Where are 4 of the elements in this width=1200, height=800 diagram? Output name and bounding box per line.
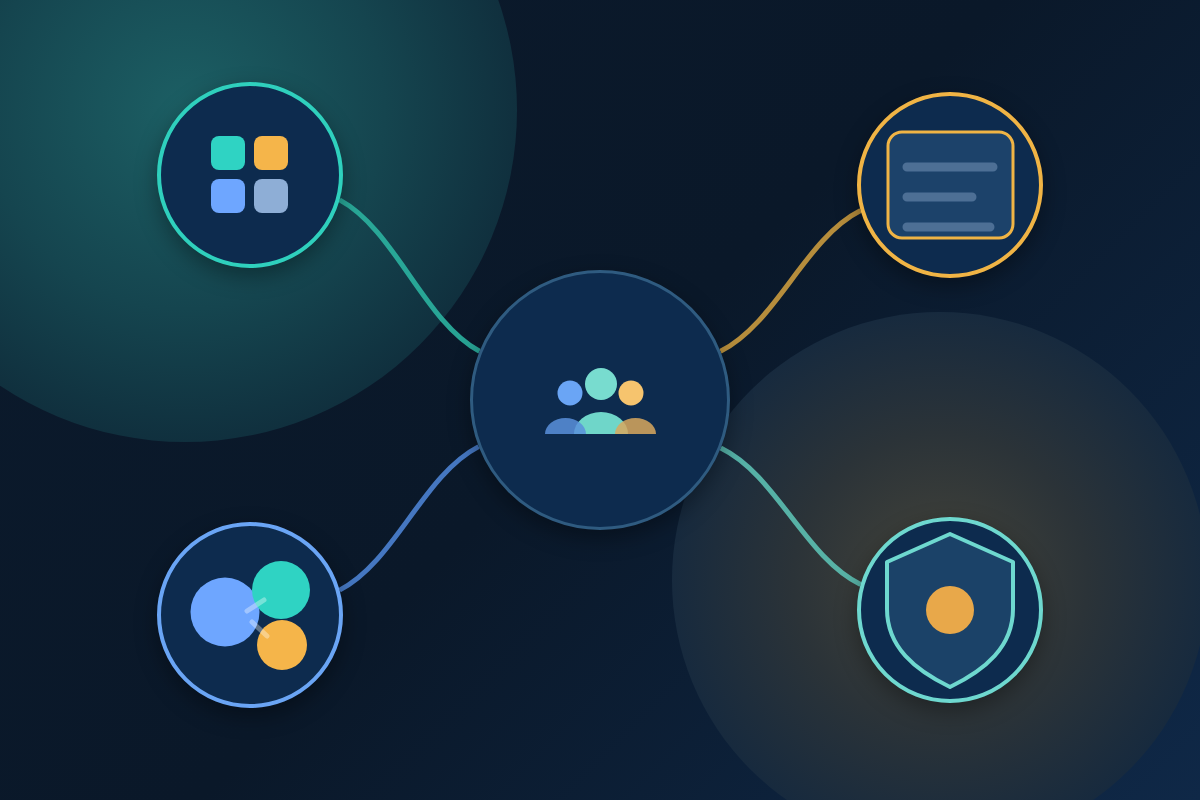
connector-line — [719, 445, 862, 587]
connector-line — [338, 444, 480, 593]
connector-line — [338, 197, 481, 354]
connector-line — [719, 208, 862, 354]
